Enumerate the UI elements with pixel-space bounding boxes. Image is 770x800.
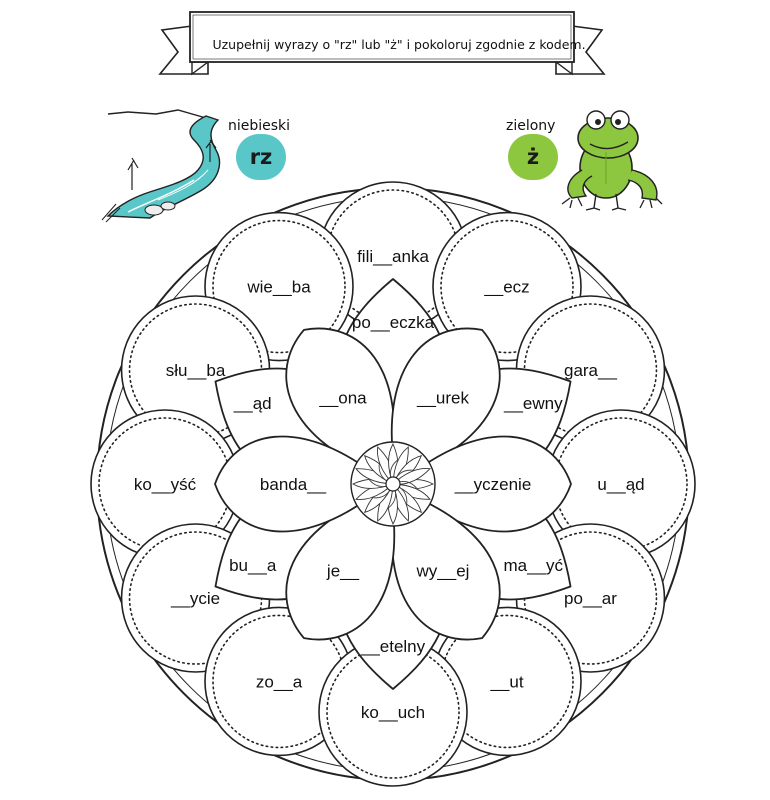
word-outer: wie__ba — [246, 278, 311, 297]
word-inner: je__ — [326, 562, 360, 581]
inner-petal — [390, 327, 501, 480]
word-outer: u__ąd — [597, 475, 644, 494]
word-middle: __ąd — [233, 394, 272, 413]
dotted-circle — [440, 219, 574, 354]
word-inner: banda__ — [260, 475, 327, 494]
rz-badge: rz — [236, 134, 286, 180]
instruction-banner — [158, 11, 606, 76]
frog-illustration — [561, 110, 663, 211]
word-inner: __ona — [318, 388, 367, 407]
word-middle: __ewny — [503, 394, 563, 413]
word-outer: fili__anka — [357, 247, 429, 266]
word-outer: po__ar — [564, 589, 617, 608]
inner-petal — [285, 327, 396, 480]
rosette-leaf — [392, 467, 431, 485]
word-outer: słu__ba — [166, 361, 226, 380]
word-outer: ko__yść — [134, 475, 197, 494]
word-inner: wy__ej — [416, 562, 470, 581]
green-label: zielony — [506, 118, 556, 134]
word-middle: bu__a — [229, 556, 277, 575]
word-inner: __yczenie — [454, 475, 532, 494]
blue-label: niebieski — [228, 118, 291, 134]
rosette-core — [385, 476, 401, 492]
inner-petal — [398, 435, 572, 533]
word-outer: __ecz — [483, 278, 529, 297]
z-badge: ż — [508, 134, 558, 180]
inner-petal — [214, 435, 388, 533]
word-outer: __ycie — [170, 589, 220, 608]
z-badge-text: ż — [526, 145, 540, 169]
inner-petal — [285, 488, 396, 641]
word-outer: zo__a — [256, 672, 303, 691]
word-middle: po__eczka — [352, 313, 435, 332]
river-illustration — [101, 109, 221, 223]
word-inner: __urek — [416, 388, 469, 407]
word-middle: __etelny — [360, 637, 426, 656]
word-outer: gara__ — [564, 361, 617, 380]
word-middle: ma__yć — [504, 556, 564, 575]
inner-petal — [390, 488, 501, 641]
rz-badge-text: rz — [249, 145, 273, 169]
word-outer: __ut — [489, 672, 523, 691]
dotted-circle — [212, 219, 346, 354]
instruction-text: Uzupełnij wyrazy o "rz" lub "ż" i pokolo… — [212, 36, 586, 52]
word-outer: ko__uch — [361, 703, 425, 722]
